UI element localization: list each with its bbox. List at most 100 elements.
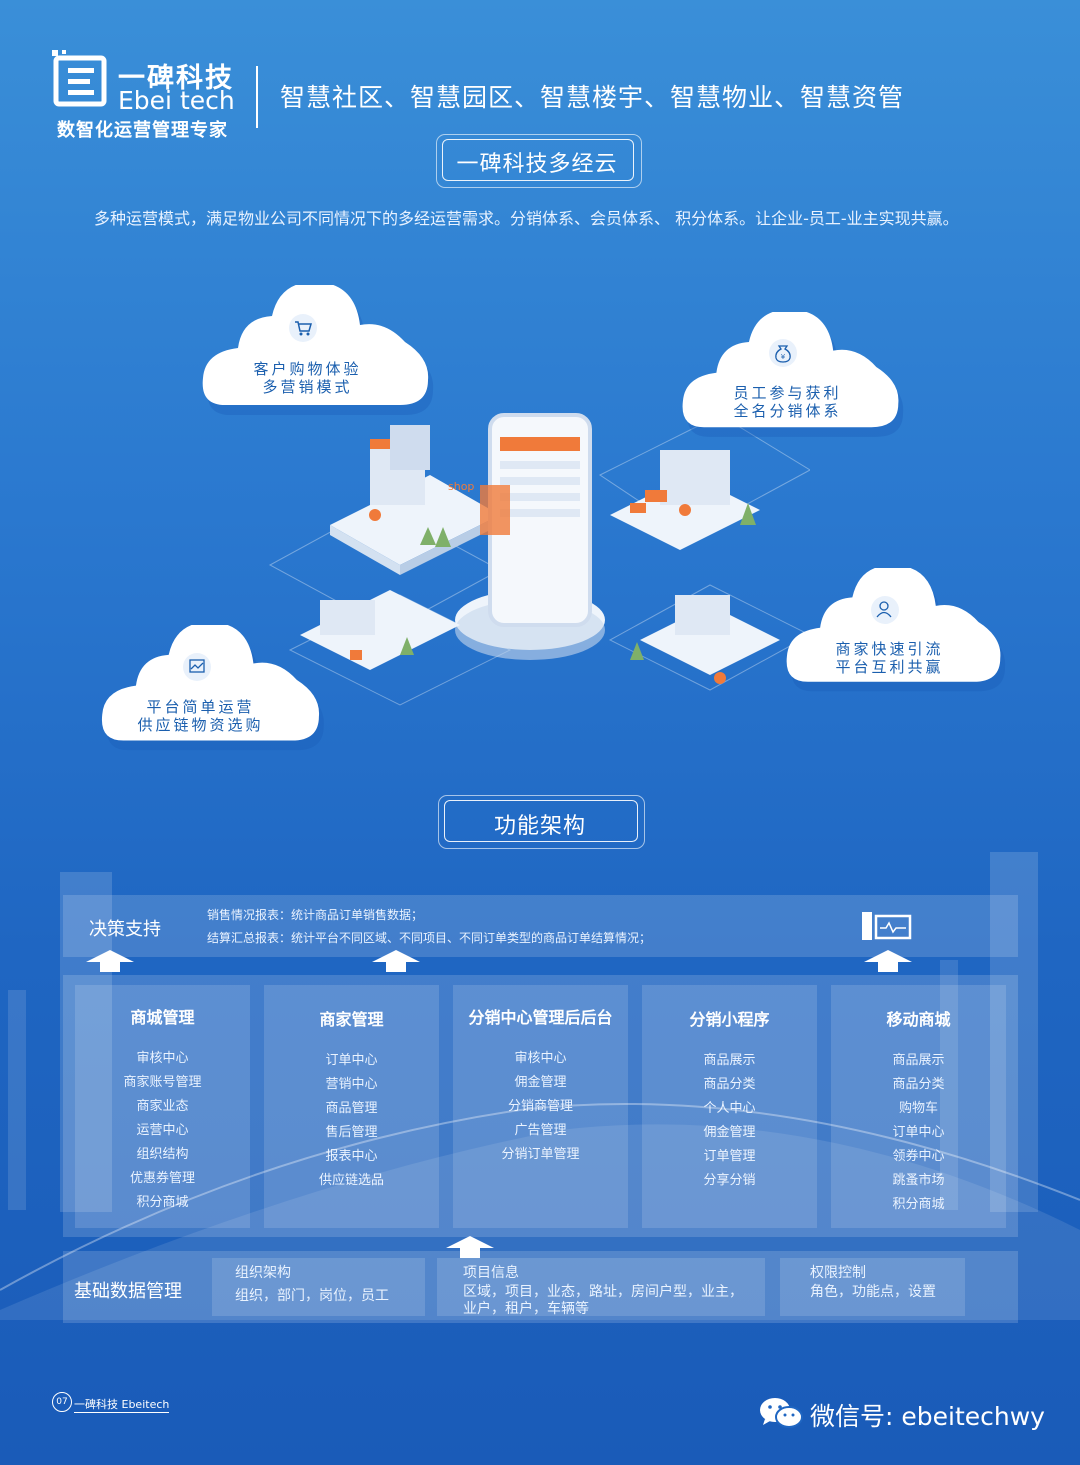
wechat-icon — [760, 1398, 803, 1428]
module-item: 跳蚤市场 — [831, 1169, 1006, 1188]
arrow-up-icon — [446, 1236, 494, 1258]
module-item: 积分商城 — [136, 1195, 189, 1210]
module-title: 移动商城 — [886, 1010, 951, 1029]
module-item: 运营中心 — [136, 1123, 189, 1138]
module-item: 商品管理 — [325, 1101, 378, 1116]
base-data-band — [63, 1251, 1018, 1323]
logo-slogan: 数智化运营管理专家 — [57, 120, 228, 141]
decor-tower-right-small — [940, 960, 958, 1210]
base-project-title: 项目信息 — [463, 1265, 519, 1281]
cloud-employee-line1: 员工参与获利 — [733, 384, 842, 402]
section1-title: 一碑科技多经云 — [456, 152, 618, 177]
decor-tower-far-left — [8, 990, 26, 1210]
module-title: 分销中心管理后后台 — [468, 1008, 613, 1027]
module-item: 组织结构 — [136, 1147, 189, 1162]
base-project-box — [437, 1258, 765, 1316]
base-data-label: 基础数据管理 — [74, 1281, 182, 1302]
section1-title-frame — [442, 139, 634, 181]
cloud-platform-line2: 供应链物资选购 — [137, 716, 264, 734]
module-item: 商家账号管理 — [123, 1075, 202, 1090]
module-item: 售后管理 — [325, 1125, 378, 1140]
base-perm-desc: 角色，功能点，设置 — [810, 1284, 936, 1300]
header-divider — [256, 66, 258, 128]
module-item: 商品分类 — [892, 1077, 945, 1092]
module-item: 供应链选品 — [318, 1173, 384, 1188]
cloud-merchant-line1: 商家快速引流 — [835, 640, 944, 658]
module-title: 商家管理 — [319, 1010, 384, 1029]
cloud-shopping-line2: 多营销模式 — [262, 378, 353, 396]
chart-monitor-icon — [183, 653, 211, 681]
module-mall-management: 商城管理 审核中心 商家账号管理 商家业态 运营中心 组织结构 优惠券管理 积分… — [75, 985, 250, 1228]
cloud-employee-line2: 全名分销体系 — [733, 402, 842, 420]
cloud-shopping-line1: 客户购物体验 — [253, 360, 362, 378]
logo-english-name: Ebei tech — [118, 86, 235, 115]
decision-support-line2: 结算汇总报表：统计平台不同区域、不同项目、不同订单类型的商品订单结算情况； — [207, 931, 652, 945]
module-mobile-mall: 移动商城 商品展示 商品分类 购物车 订单中心 领券中心 跳蚤市场 积分商城 — [831, 985, 1006, 1228]
arrow-up-icon — [86, 950, 134, 972]
module-item: 订单中心 — [325, 1053, 378, 1068]
module-item: 订单管理 — [642, 1145, 817, 1164]
module-item: 订单中心 — [892, 1125, 945, 1140]
base-org-desc: 组织，部门，岗位，员工 — [235, 1288, 389, 1304]
user-icon — [871, 596, 899, 624]
module-item: 商品展示 — [892, 1053, 945, 1068]
module-distribution-miniprogram: 分销小程序 商品展示 商品分类 个人中心 佣金管理 订单管理 分享分销 — [642, 985, 817, 1228]
logo-chinese-name: 一碑科技 — [118, 63, 234, 94]
module-item: 商品分类 — [703, 1077, 756, 1092]
cart-icon — [289, 314, 317, 342]
module-item: 佣金管理 — [642, 1121, 817, 1140]
module-item: 广告管理 — [514, 1123, 567, 1138]
module-item: 分享分销 — [642, 1169, 817, 1188]
module-item: 领券中心 — [892, 1149, 945, 1164]
monitor-chart-icon — [862, 912, 912, 940]
base-org-box — [212, 1258, 425, 1316]
svg-text:¥: ¥ — [781, 353, 786, 361]
module-item: 商家业态 — [136, 1099, 189, 1114]
cloud-employee — [682, 312, 904, 437]
header-tagline: 智慧社区、智慧园区、智慧楼宇、智慧物业、智慧资管 — [280, 83, 905, 112]
cloud-merchant-line2: 平台互利共赢 — [835, 658, 944, 676]
cloud-platform-line1: 平台简单运营 — [146, 698, 255, 716]
module-item: 报表中心 — [325, 1149, 378, 1164]
arrow-up-icon — [864, 950, 912, 972]
decision-support-band — [63, 895, 1018, 957]
section2-title-frame — [444, 800, 638, 842]
base-perm-title: 权限控制 — [810, 1265, 866, 1281]
base-project-desc1: 区域，项目，业态，路址，房间户型，业主， — [463, 1284, 743, 1300]
section1-intro: 多种运营模式，满足物业公司不同情况下的多经运营需求。分销体系、会员体系、 积分体… — [94, 209, 959, 228]
module-item: 佣金管理 — [514, 1075, 567, 1090]
modules-panel — [63, 975, 1018, 1237]
module-item: 分销订单管理 — [453, 1143, 628, 1162]
cloud-shopping — [202, 285, 434, 415]
section2-title-frame-outer — [438, 795, 645, 849]
module-item: 审核中心 — [514, 1051, 567, 1066]
isometric-illustration: shop — [268, 413, 810, 706]
decision-support-line1: 销售情况报表：统计商品订单销售数据； — [207, 908, 424, 922]
module-item: 优惠券管理 — [129, 1171, 195, 1186]
base-perm-box — [780, 1258, 965, 1316]
module-distribution-backend: 分销中心管理后后台 审核中心 佣金管理 分销商管理 广告管理 分销订单管理 — [453, 985, 628, 1228]
module-item: 个人中心 — [703, 1101, 756, 1116]
ebei-logo-icon — [52, 50, 107, 107]
module-merchant-management: 商家管理 订单中心 营销中心 商品管理 售后管理 报表中心 供应链选品 — [264, 985, 439, 1228]
arrow-up-icon — [372, 950, 420, 972]
footer-brand: 一碑科技 Ebeitech — [74, 1398, 170, 1413]
module-item: 分销商管理 — [507, 1099, 573, 1114]
decor-tower-left — [60, 872, 112, 1212]
base-org-title: 组织架构 — [235, 1265, 291, 1281]
module-item: 积分商城 — [831, 1193, 1006, 1212]
cloud-merchant — [786, 568, 1006, 692]
module-title: 分销小程序 — [689, 1010, 770, 1029]
wechat-id: 微信号: ebeitechwy — [810, 1402, 1045, 1431]
page-number: 07 — [52, 1392, 72, 1412]
module-item: 商品展示 — [703, 1053, 756, 1068]
money-bag-icon: ¥ — [769, 339, 797, 367]
module-item: 审核中心 — [136, 1051, 189, 1066]
section1-title-frame-outer — [436, 134, 642, 188]
decor-wave — [0, 1103, 1080, 1320]
decision-support-label: 决策支持 — [89, 919, 161, 940]
decor-tower-right — [990, 852, 1038, 1212]
module-item: 购物车 — [898, 1101, 938, 1116]
module-item: 营销中心 — [325, 1077, 378, 1092]
